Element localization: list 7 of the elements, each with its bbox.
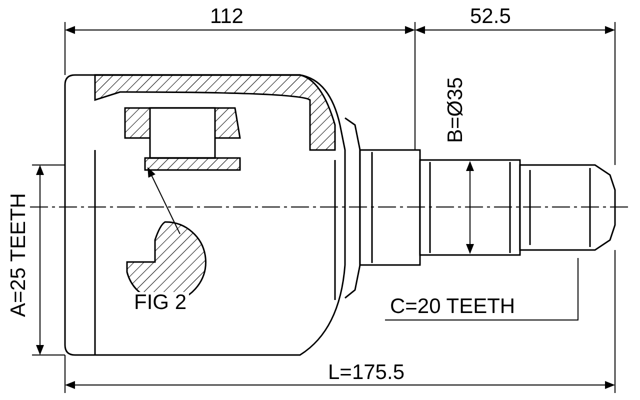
dimension-label: B=Ø35 bbox=[444, 77, 467, 143]
leader-line bbox=[148, 167, 180, 234]
dimension-label: 112 bbox=[210, 6, 244, 28]
dimension-label: A=25 TEETH bbox=[8, 193, 30, 317]
leader-line bbox=[384, 258, 578, 320]
dimension-label: 52.5 bbox=[470, 6, 511, 28]
dimension-label: L=175.5 bbox=[328, 362, 404, 384]
